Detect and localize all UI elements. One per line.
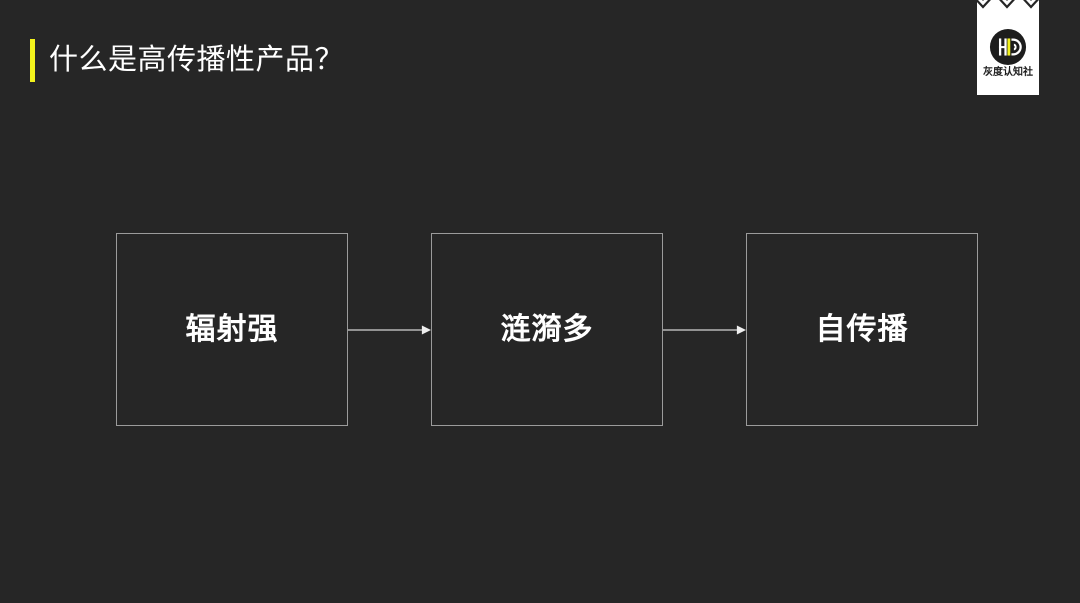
flow-step-3[interactable]: 自传播 (746, 233, 978, 426)
hd-monogram-icon (989, 28, 1027, 66)
arrow-right-icon (348, 325, 431, 334)
flow-step-1[interactable]: 辐射强 (116, 233, 348, 426)
arrow-right-icon (663, 325, 746, 334)
flow-diagram: 辐射强 涟漪多 自传播 (116, 233, 978, 426)
flow-step-3-label: 自传播 (815, 312, 909, 346)
flow-connector-2 (663, 233, 746, 426)
flow-step-2[interactable]: 涟漪多 (431, 233, 663, 426)
brand-name-label: 灰度认知社 (983, 67, 1033, 78)
title-accent-bar (30, 38, 35, 82)
flow-step-2-label: 涟漪多 (500, 312, 594, 346)
title-text: 什么是高传播性产品？ (49, 43, 345, 76)
flow-step-1-label: 辐射强 (185, 312, 279, 346)
page-title: 什么是高传播性产品？ (30, 38, 344, 82)
brand-logo-card: 灰度认知社 (977, 0, 1039, 95)
zigzag-pattern-icon (977, 0, 1039, 9)
flow-connector-1 (348, 233, 431, 426)
